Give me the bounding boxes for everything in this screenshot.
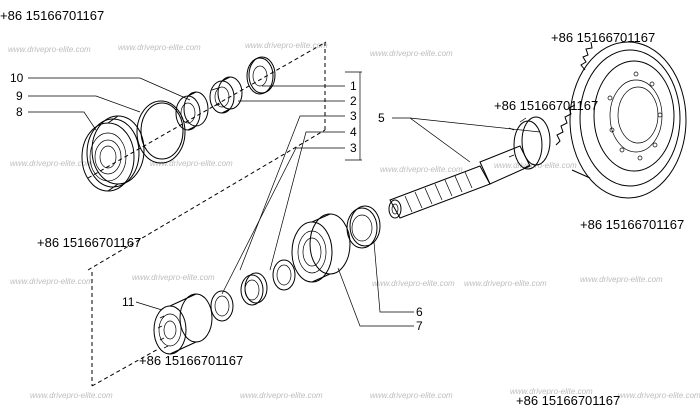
phone-number: +86 15166701167 [551, 30, 656, 45]
part-8-flange [81, 115, 145, 192]
watermark: www.drivepro-elite.com [8, 45, 91, 54]
callout-11: 11 [122, 295, 135, 309]
phone-number: +86 15166701167 [516, 393, 621, 408]
watermark: www.drivepro-elite.com [380, 165, 463, 174]
crown-gear [555, 41, 687, 199]
phone-number: +86 15166701167 [0, 8, 105, 23]
callout-9: 9 [16, 89, 23, 103]
watermark: www.drivepro-elite.com [30, 391, 113, 400]
part-7-bearing [291, 213, 351, 283]
callout-2: 2 [350, 94, 357, 108]
phone-number: +86 15166701167 [37, 235, 142, 250]
callout-3: 3 [350, 109, 357, 123]
part-3-shim-lower [210, 290, 234, 322]
watermark: www.drivepro-elite.com [132, 273, 215, 282]
phone-number: +86 15166701167 [139, 353, 244, 368]
callout-numbers: 1 2 3 4 3 5 6 7 8 9 10 11 [10, 71, 423, 333]
watermark: www.drivepro-elite.com [370, 391, 453, 400]
callout-1: 1 [350, 79, 357, 93]
watermark: www.drivepro-elite.com [370, 49, 453, 58]
watermark: www.drivepro-elite.com [10, 159, 93, 168]
watermark: www.drivepro-elite.com [150, 159, 233, 168]
watermark: www.drivepro-elite.com [245, 41, 328, 50]
callout-5: 5 [378, 111, 385, 125]
phone-number: +86 15166701167 [580, 217, 685, 232]
watermark: www.drivepro-elite.com [618, 391, 700, 400]
phone-number: +86 15166701167 [494, 98, 599, 113]
part-10-bearing [175, 91, 209, 131]
part-9-o-ring [136, 100, 186, 164]
leader-lines [28, 71, 541, 327]
part-1-washer [246, 56, 276, 95]
part-3-shim-upper [240, 272, 268, 306]
part-5-pinion-shaft [388, 116, 551, 219]
watermark: www.drivepro-elite.com [464, 279, 547, 288]
callout-3b: 3 [350, 141, 357, 155]
assembly-axis [87, 41, 327, 387]
watermark: www.drivepro-elite.com [580, 275, 663, 284]
watermark: www.drivepro-elite.com [372, 279, 455, 288]
callout-6: 6 [416, 305, 423, 319]
part-4-ring [272, 259, 296, 291]
watermark: www.drivepro-elite.com [118, 43, 201, 52]
part-11-bearing [153, 293, 213, 355]
watermark: www.drivepro-elite.com [240, 391, 323, 400]
part-6-spacer [346, 205, 381, 249]
callout-8: 8 [16, 105, 23, 119]
callout-10: 10 [10, 71, 24, 85]
watermark: www.drivepro-elite.com [510, 387, 593, 396]
watermark: www.drivepro-elite.com [10, 277, 93, 286]
part-2-nut [209, 76, 243, 114]
callout-4: 4 [350, 125, 357, 139]
callout-7: 7 [416, 319, 423, 333]
